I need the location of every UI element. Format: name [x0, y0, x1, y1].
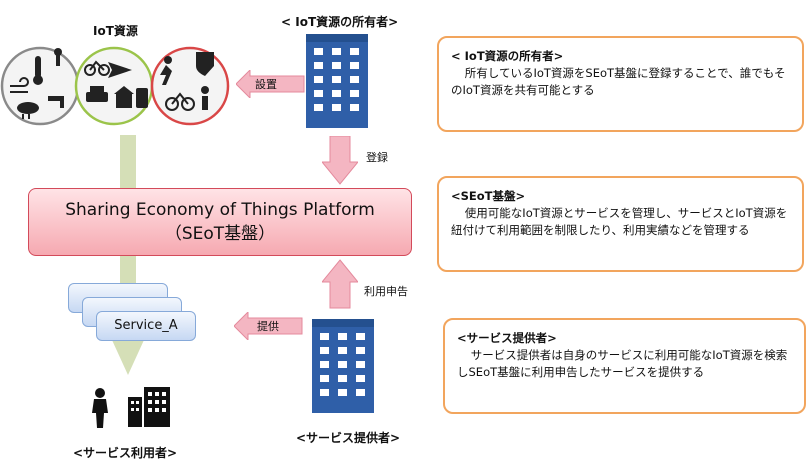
- info-box-body: サービス提供者は自身のサービスに利用可能なIoT資源を検索しSEoT基盤に利用申…: [457, 348, 788, 379]
- install-label: 設置: [255, 78, 277, 91]
- airplane-icon: [108, 62, 132, 78]
- platform-name: Sharing Economy of Things Platform: [65, 200, 375, 220]
- car-icon: [86, 86, 108, 102]
- register-arrow: [322, 136, 358, 185]
- person-icon: [92, 388, 108, 428]
- seot-platform-box: Sharing Economy of Things Platform （SEoT…: [28, 188, 412, 256]
- thermometer-icon: [33, 56, 43, 85]
- info-box-title: <SEoT基盤>: [451, 189, 526, 203]
- info-box-body: 使用可能なIoT資源とサービスを管理し、サービスとIoT資源を紐付けて利用範囲を…: [451, 206, 788, 237]
- walker-icon: [201, 86, 209, 110]
- info-box-platform: <SEoT基盤> 使用可能なIoT資源とサービスを管理し、サービスとIoT資源を…: [437, 176, 804, 272]
- iot-resources-label: IoT資源: [93, 24, 138, 38]
- owner-building-icon: [306, 34, 368, 128]
- bicycle-icon: [165, 92, 195, 111]
- house-icon: [114, 86, 134, 108]
- install-arrow: [236, 70, 305, 98]
- satellite-dish-icon: [54, 48, 62, 66]
- info-box-title: <サービス提供者>: [457, 331, 557, 345]
- info-box-body: 所有しているIoT資源をSEoT基盤に登録することで、誰でもそのIoT資源を共有…: [451, 66, 786, 97]
- cyclist-icon: [84, 60, 110, 76]
- usage-request-arrow: [322, 259, 358, 309]
- company-building-icon: [128, 387, 170, 427]
- service-users-label: <サービス利用者>: [73, 446, 178, 460]
- bus-icon: [136, 88, 148, 108]
- wind-icon: [10, 77, 29, 93]
- iot-resources-cluster: [0, 46, 230, 126]
- provide-label: 提供: [257, 320, 279, 333]
- rain-cloud-icon: [17, 102, 39, 119]
- info-box-title: < IoT資源の所有者>: [451, 49, 564, 63]
- traffic-sensor-circle: [74, 46, 154, 126]
- register-label: 登録: [366, 151, 388, 164]
- provide-arrow: [234, 312, 303, 340]
- runner-icon: [160, 56, 172, 85]
- green-connector-arrow: [112, 135, 144, 375]
- usage-request-label: 利用申告: [364, 285, 408, 298]
- safety-sensor-circle: [150, 46, 230, 126]
- info-box-provider: <サービス提供者> サービス提供者は自身のサービスに利用可能なIoT資源を検索し…: [443, 318, 806, 414]
- owner-label: < IoT資源の所有者>: [281, 15, 399, 29]
- shield-icon: [196, 52, 214, 76]
- info-box-owner: < IoT資源の所有者> 所有しているIoT資源をSEoT基盤に登録することで、…: [437, 36, 804, 132]
- provider-building-icon: [312, 319, 374, 413]
- provider-label: <サービス提供者>: [296, 431, 401, 445]
- platform-subtitle: （SEoT基盤）: [164, 224, 276, 244]
- service-a-card: Service_A: [96, 311, 196, 341]
- faucet-icon: [48, 96, 64, 108]
